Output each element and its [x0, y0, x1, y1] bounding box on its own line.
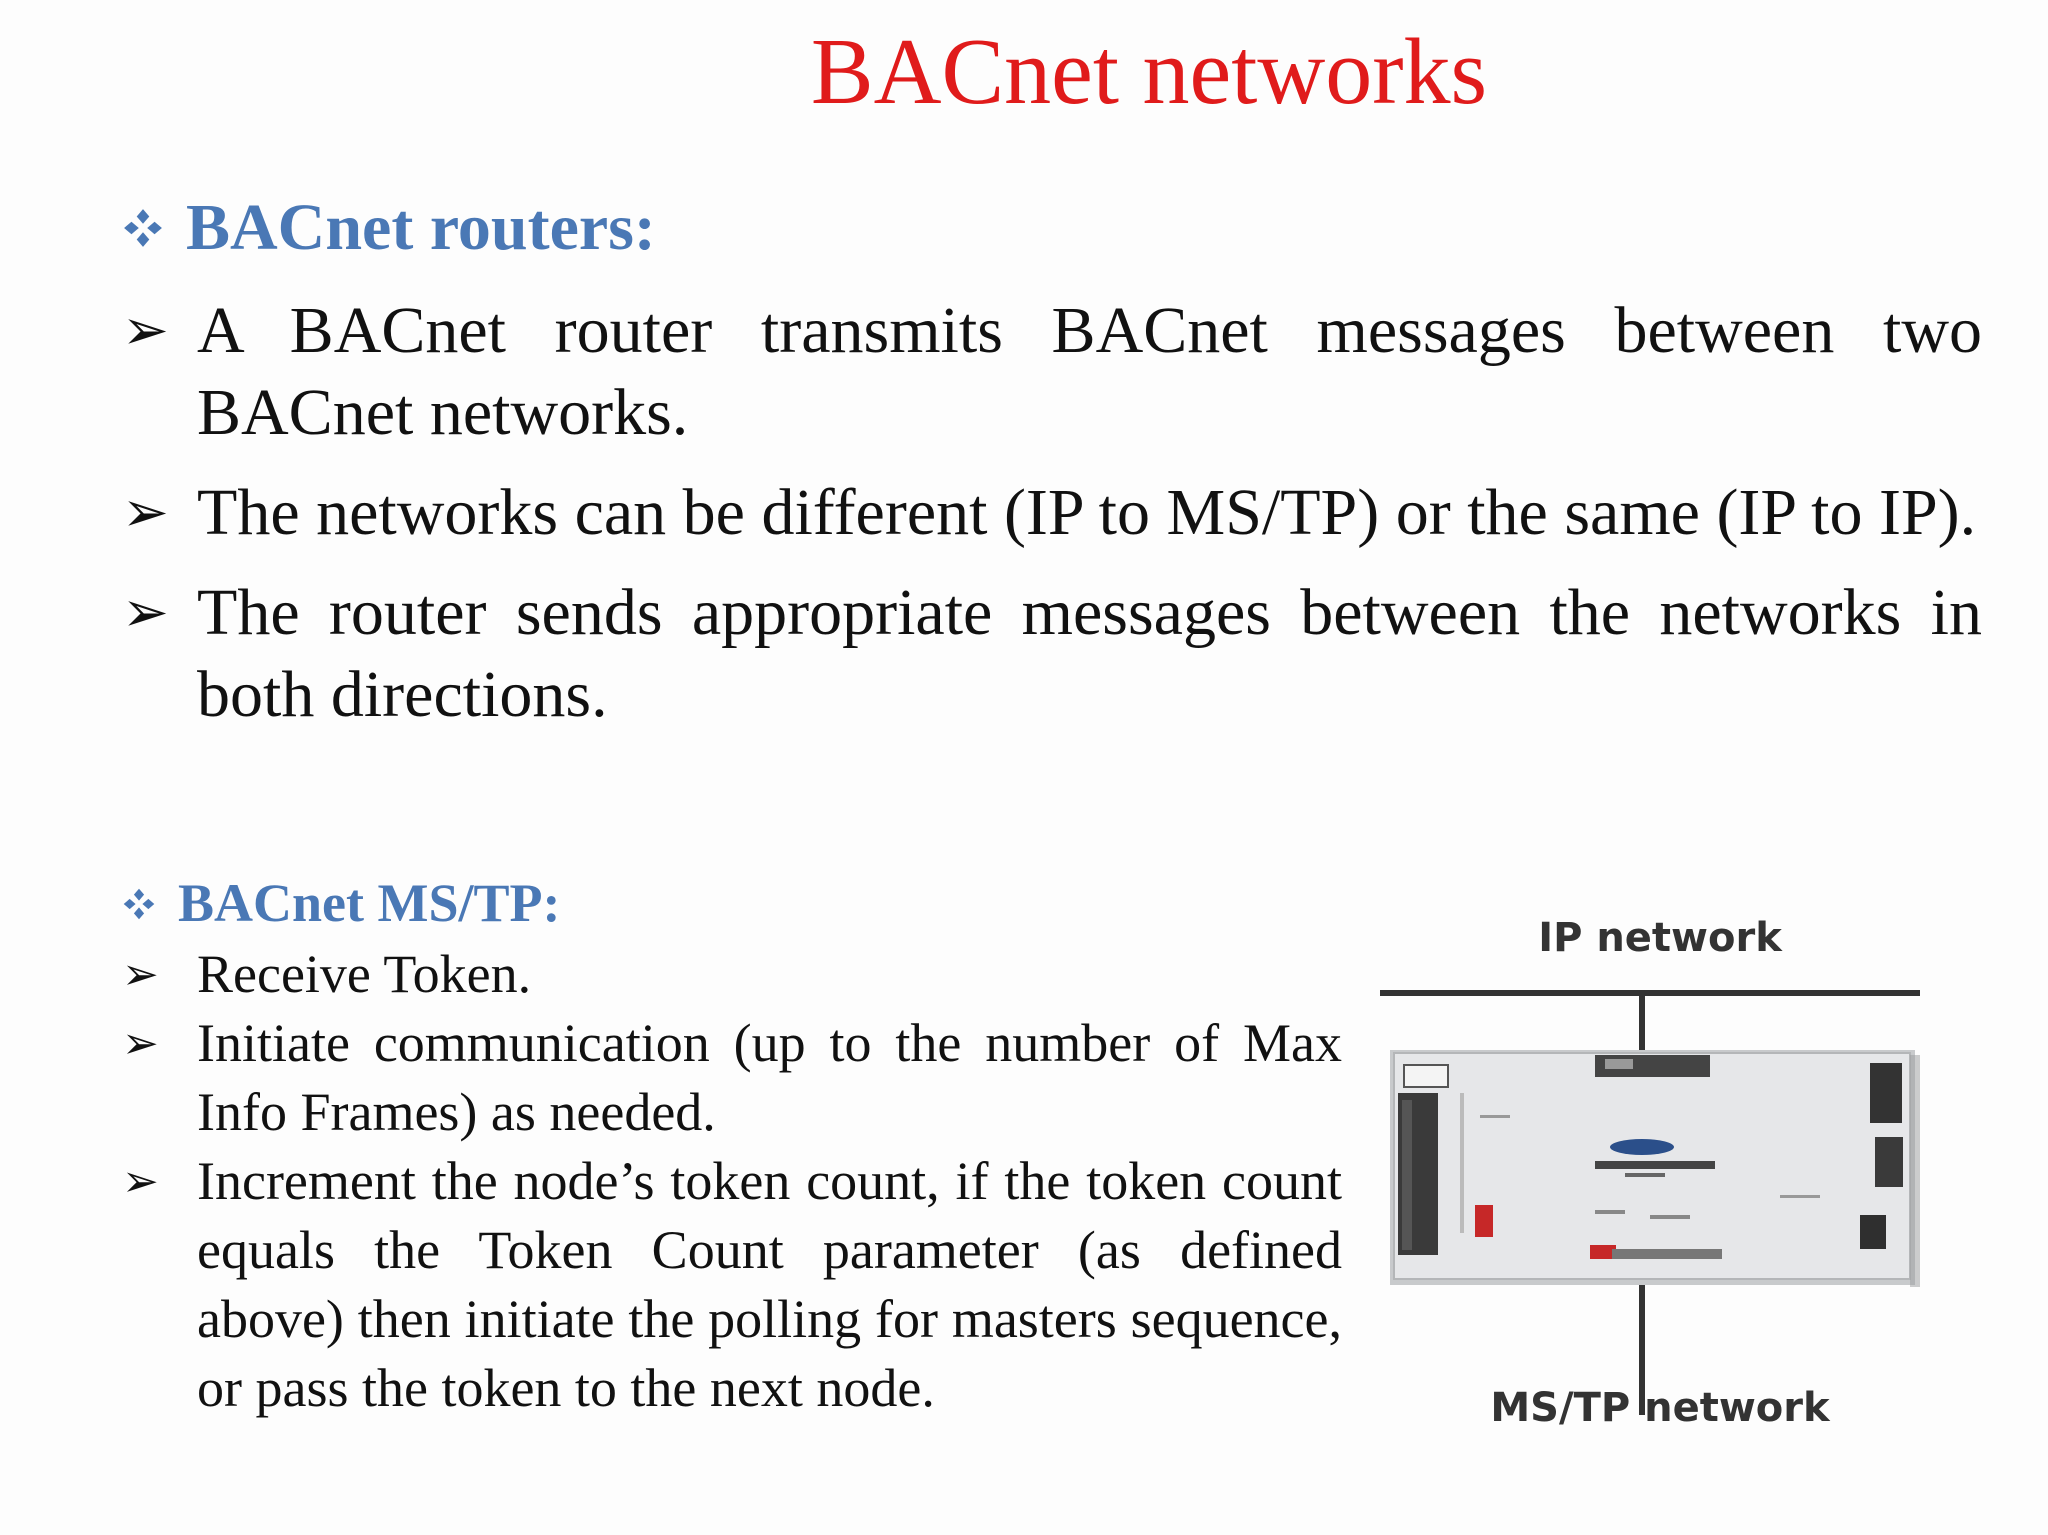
section-heading-routers: BACnet routers:	[122, 190, 656, 266]
list-item: ➢ Increment the node’s token count, if t…	[122, 1147, 1342, 1423]
four-diamond-icon	[122, 872, 156, 934]
four-diamond-icon	[122, 190, 164, 266]
bullet-text: Receive Token.	[197, 944, 532, 1004]
slide-title: BACnet networks	[810, 20, 1488, 124]
mstp-network-label: MS/TP network	[1490, 1385, 1830, 1431]
routers-bullet-list: ➢ A BACnet router transmits BACnet messa…	[122, 290, 1982, 754]
bullet-text: A BACnet router transmits BACnet message…	[197, 294, 1982, 449]
bullet-text: The networks can be different (IP to MS/…	[197, 476, 1977, 549]
list-item: ➢ Receive Token.	[122, 940, 1342, 1009]
bullet-text: The router sends appropriate messages be…	[197, 576, 1982, 731]
arrow-bullet-icon: ➢	[122, 1018, 159, 1069]
arrow-bullet-icon: ➢	[122, 1156, 159, 1207]
section-heading-mstp: BACnet MS/TP:	[122, 872, 560, 934]
bullet-text: Initiate communication (up to the number…	[197, 1013, 1342, 1142]
router-diagram-graphic	[1380, 990, 1920, 1415]
arrow-bullet-icon: ➢	[122, 949, 159, 1000]
ip-network-label: IP network	[1538, 915, 1782, 961]
list-item: ➢ The router sends appropriate messages …	[122, 572, 1982, 736]
arrow-bullet-icon: ➢	[122, 580, 169, 645]
router-network-diagram: IP network	[1380, 915, 1940, 1475]
section-heading-label: BACnet routers:	[186, 191, 656, 264]
list-item: ➢ The networks can be different (IP to M…	[122, 472, 1982, 554]
list-item: ➢ A BACnet router transmits BACnet messa…	[122, 290, 1982, 454]
arrow-bullet-icon: ➢	[122, 480, 169, 545]
section-heading-label: BACnet MS/TP:	[178, 873, 561, 933]
mstp-bullet-list: ➢ Receive Token. ➢ Initiate communicatio…	[122, 940, 1342, 1423]
router-device-image	[1390, 1050, 1920, 1287]
bullet-text: Increment the node’s token count, if the…	[197, 1151, 1342, 1418]
list-item: ➢ Initiate communication (up to the numb…	[122, 1009, 1342, 1147]
arrow-bullet-icon: ➢	[122, 298, 169, 363]
